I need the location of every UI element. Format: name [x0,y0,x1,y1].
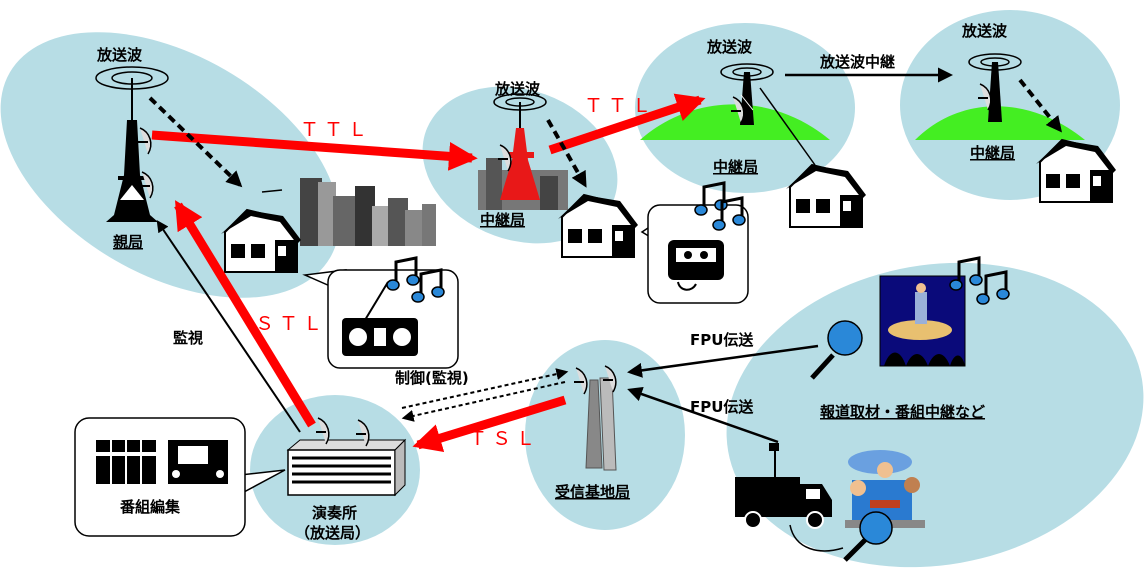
main-tower-icon [95,66,169,222]
links [148,67,1062,453]
news-gathering-label: 報道取材・番組中継など [820,403,985,421]
microphone-icon-2 [789,511,893,562]
fpu-link-2 [627,386,779,444]
control-monitor-label: 制御(監視) [395,369,469,387]
equipment-rack-icon [96,440,156,484]
microphone-icon [810,320,863,380]
fpu-link-1 [627,344,819,378]
ob-van-icon [735,443,832,529]
wave-main-dashed [148,96,243,188]
city-buildings-icon [261,178,436,246]
wave-label-relay2: 放送波 [706,38,753,56]
kanshi-label: 監視 [173,329,203,347]
tsl-label: ＴＳＬ [468,428,540,450]
monitor-line [156,220,301,433]
stl-link [174,200,316,428]
relay-station-label-1: 中継局 [480,211,525,229]
relay-tower-red-icon [478,93,568,210]
receive-tower-icon [573,365,617,471]
radio-icon [342,281,418,356]
fpu-label-1: FPU伝送 [690,331,754,349]
relay-station-label-2: 中継局 [713,158,758,176]
studio-building-icon [286,417,407,497]
mixing-console-icon [168,440,228,484]
wave-relay2-thin [759,87,816,166]
studio-label-line1: 演奏所 [312,504,357,522]
cassette-player-icon [668,240,724,291]
concert-scene-icon [879,275,966,367]
receive-base-label: 受信基地局 [555,483,630,501]
wave-relay3-dashed [1018,78,1062,133]
program-edit-callout [74,417,286,537]
tsl-link [412,395,567,453]
wave-label-relay1: 放送波 [494,80,541,98]
ttl-label-1: ＴＴＬ [300,119,372,141]
wave-relay-link-label: 放送波中継 [819,53,895,71]
labels: 放送波 放送波 放送波 放送波 放送波中継 ＴＴＬ ＴＴＬ ＳＴＬ ＴＳＬ 親局… [96,22,1015,542]
program-edit-label: 番組編集 [119,498,181,516]
cassette-callout [640,181,749,304]
relay-station-label-3: 中継局 [970,144,1015,162]
studio-label-line2: （放送局） [295,524,370,542]
ttl-label-2: ＴＴＬ [584,95,656,117]
fpu-label-2: FPU伝送 [690,398,754,416]
relay-hill-tower-3-icon [915,53,1085,140]
ttl-link-2 [548,93,706,155]
wave-label-relay3: 放送波 [961,22,1008,40]
radio-callout [302,256,459,369]
stl-label: ＳＴＬ [255,313,327,335]
wave-label-main: 放送波 [96,46,143,64]
ttl-link-1 [151,130,478,171]
main-station-label: 親局 [113,233,143,251]
